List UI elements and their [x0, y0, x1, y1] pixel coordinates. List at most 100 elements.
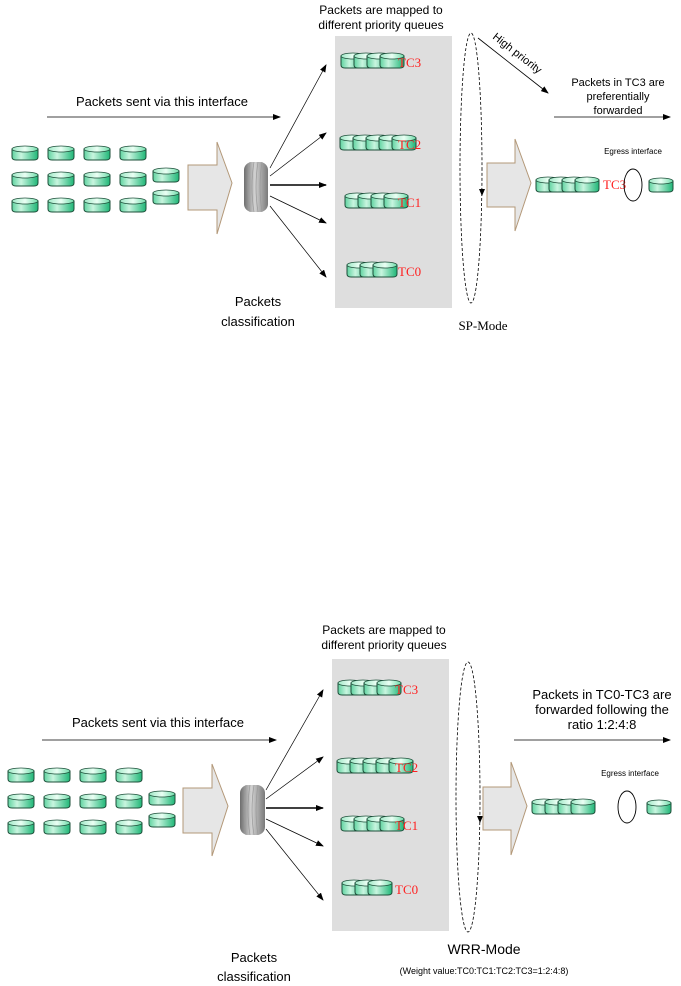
queues-title-line2: different priority queues: [318, 18, 443, 32]
packet-icon: [11, 197, 39, 213]
weight-note: (Weight value:TC0:TC1:TC2:TC3=1:2:4:8): [400, 966, 569, 976]
scheduler-mode-label: WRR-Mode: [447, 941, 520, 957]
scheduler-direction-icon: [477, 816, 483, 823]
packet-icon: [115, 767, 143, 783]
queue-tc0: TC0: [346, 261, 421, 279]
queues-title-line1: Packets are mapped to: [319, 3, 443, 17]
queue-tc3: TC3: [340, 52, 421, 70]
input-packets: [11, 145, 180, 213]
queue-label: TC1: [398, 195, 421, 210]
output-label-line3: forwarded: [594, 105, 643, 117]
classifier-disc-icon: [240, 784, 265, 836]
output-label-line2: forwarded following the: [535, 702, 669, 717]
packet-icon: [379, 815, 405, 832]
egress-label: Egress interface: [604, 147, 662, 156]
queue-label: TC1: [395, 818, 418, 833]
packet-icon: [391, 134, 417, 151]
queue-packets: [336, 757, 414, 774]
packet-icon: [152, 189, 180, 205]
packet-icon: [47, 197, 75, 213]
high-priority-arrow: [477, 37, 549, 94]
packet-icon: [383, 192, 409, 209]
packet-icon: [7, 793, 35, 809]
packet-icon: [379, 52, 405, 69]
classification-arrows: [269, 64, 327, 278]
queues-title-line1: Packets are mapped to: [322, 623, 446, 637]
queue-tc3: TC3: [337, 679, 418, 697]
packet-icon: [152, 167, 180, 183]
queue-tc1: TC1: [344, 192, 421, 210]
packet-icon: [7, 767, 35, 783]
queues-title-line2: different priority queues: [321, 638, 446, 652]
wrr-mode-diagram: Packets are mapped to different priority…: [7, 623, 672, 984]
sp-mode-diagram: Packets are mapped to different priority…: [11, 3, 674, 333]
packet-icon: [7, 819, 35, 835]
queue-packets: [339, 134, 417, 151]
output-label-line3: ratio 1:2:4:8: [568, 717, 637, 732]
queue-packets: [344, 192, 409, 209]
packet-icon: [148, 790, 176, 806]
egress-output-packet: [648, 177, 674, 193]
queue-label: TC3: [395, 682, 418, 697]
packet-icon: [570, 798, 596, 815]
packet-icon: [83, 197, 111, 213]
queue-tc2: TC2: [336, 757, 418, 775]
packet-icon: [47, 171, 75, 187]
queue-label: TC3: [398, 55, 421, 70]
packet-icon: [119, 145, 147, 161]
egress-port-ring: [623, 168, 643, 202]
classifier-disc-icon: [244, 161, 268, 213]
queue-tc1: TC1: [340, 815, 418, 833]
packet-icon: [119, 197, 147, 213]
packet-icon: [11, 145, 39, 161]
packet-icon: [43, 793, 71, 809]
packet-icon: [646, 799, 672, 815]
classification-label-line2: classification: [217, 969, 291, 984]
packet-icon: [388, 757, 414, 774]
queue-packets: [340, 815, 405, 832]
big-flow-arrow-icon: [486, 138, 532, 232]
packet-icon: [83, 171, 111, 187]
packet-icon: [148, 812, 176, 828]
output-label-line1: Packets in TC3 are: [571, 77, 664, 89]
input-label: Packets sent via this interface: [72, 715, 244, 730]
queue-packets: [341, 879, 393, 896]
classification-label-line2: classification: [221, 314, 295, 329]
queue-packets: [535, 176, 600, 193]
classification-label-line1: Packets: [231, 950, 278, 965]
queue-tc0: TC0: [341, 879, 418, 897]
scheduler-ring: [459, 32, 483, 304]
scheduler-ring: [455, 661, 481, 933]
queue-label: TC0: [395, 882, 418, 897]
input-packets: [7, 767, 176, 835]
packet-icon: [376, 679, 402, 696]
queue-packets: [531, 798, 596, 815]
packet-icon: [372, 261, 398, 278]
egress-output-packet: [646, 799, 672, 815]
queue-packets: [337, 679, 402, 696]
packet-icon: [115, 793, 143, 809]
input-label: Packets sent via this interface: [76, 94, 248, 109]
packet-icon: [47, 145, 75, 161]
classification-arrows: [265, 689, 324, 901]
output-label-line2: preferentially: [587, 91, 650, 103]
queue-label: TC2: [398, 137, 421, 152]
packet-icon: [11, 171, 39, 187]
egress-label: Egress interface: [601, 769, 659, 778]
packet-icon: [79, 767, 107, 783]
packet-icon: [574, 176, 600, 193]
queue-packets: [340, 52, 405, 69]
packet-icon: [367, 879, 393, 896]
big-flow-arrow-icon: [187, 141, 233, 235]
egress-queue: [531, 798, 596, 815]
queue-label: TC2: [395, 760, 418, 775]
output-label-line1: Packets in TC0-TC3 are: [532, 687, 671, 702]
egress-queue: [535, 176, 600, 193]
scheduler-direction-icon: [479, 189, 485, 196]
classification-label-line1: Packets: [235, 294, 282, 309]
queue-packets: [346, 261, 398, 278]
packet-icon: [79, 793, 107, 809]
packet-icon: [119, 171, 147, 187]
egress-queue-label: TC3: [603, 177, 626, 192]
